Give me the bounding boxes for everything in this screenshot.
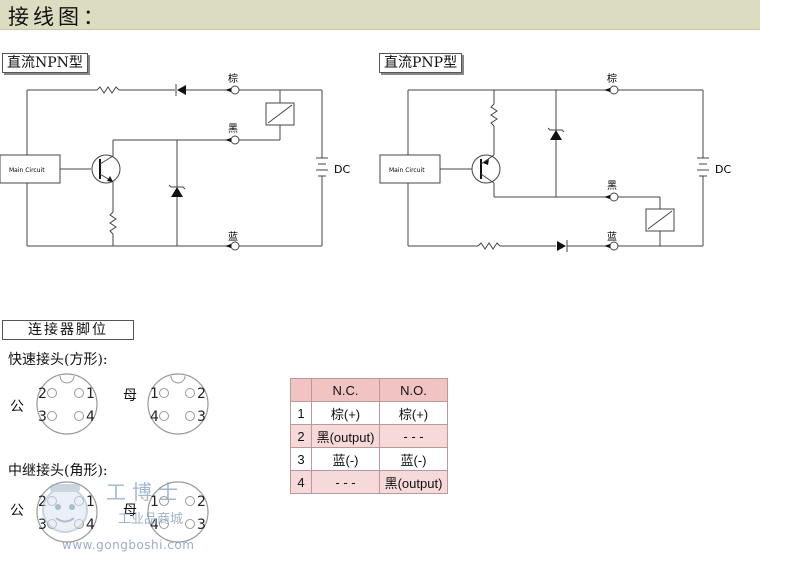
relay-female-pin: 2 (197, 494, 206, 510)
pnp-transistor (471, 154, 501, 184)
pnp-terminal-brown (609, 85, 619, 95)
watermark-subtitle: 工业品商城 (118, 512, 184, 527)
relay-male-label: 公 (10, 503, 24, 519)
row-index: 4 (290, 470, 312, 494)
npn-circuit: 棕 黑 DC Main Circuit (0, 72, 350, 251)
npn-terminal-black (230, 135, 240, 145)
nc-cell: 蓝(-) (311, 447, 380, 471)
svg-text:棕: 棕 (228, 72, 238, 85)
npn-terminal-blue (230, 241, 240, 251)
npn-diode-top (177, 85, 186, 95)
svg-text:棕: 棕 (607, 72, 617, 85)
no-cell: 棕(+) (379, 401, 448, 425)
npn-dc-label: DC (334, 163, 350, 176)
relay-connector-title: 中继接头(角形): (8, 463, 108, 479)
table-row: 4 - - - 黑(output) (290, 470, 448, 494)
relay-male-pin: 4 (86, 517, 95, 533)
relay-female-pin: 3 (197, 517, 206, 533)
svg-text:蓝: 蓝 (607, 231, 617, 243)
no-cell: 黑(output) (379, 470, 448, 494)
quick-male-pin: 2 (38, 386, 47, 402)
pnp-terminal-black (609, 192, 619, 202)
row-index: 2 (290, 424, 312, 448)
relay-male-pin: 1 (86, 494, 95, 510)
watermark-brand: 工博士 (106, 480, 184, 504)
quick-male-label: 公 (10, 399, 24, 415)
npn-zener (171, 187, 183, 197)
relay-female-label: 母 (123, 503, 137, 519)
quick-female-pin: 3 (197, 409, 206, 425)
pnp-diode-bottom (557, 241, 566, 251)
no-cell: - - - (379, 424, 448, 448)
npn-label: 直流NPN型 (2, 53, 88, 73)
connector-section-label: 连接器脚位 (2, 320, 134, 340)
nc-cell: 黑(output) (311, 424, 380, 448)
header-bar: 接线图： (0, 0, 760, 30)
quick-female-pin: 2 (197, 386, 206, 402)
row-index: 3 (290, 447, 312, 471)
pin-assignment-table: N.C. N.O. 1 棕(+) 棕(+) 2 黑(output) - - - … (290, 378, 448, 494)
pnp-label: 直流PNP型 (379, 53, 463, 73)
table-corner-cell (290, 378, 312, 402)
column-header-nc: N.C. (311, 378, 380, 402)
relay-male-pin: 2 (38, 494, 47, 510)
pnp-zener (550, 130, 562, 140)
svg-text:Main Circuit: Main Circuit (9, 167, 45, 174)
quick-male-pin: 1 (86, 386, 95, 402)
quick-female-label: 母 (123, 388, 137, 404)
column-header-no: N.O. (379, 378, 448, 402)
relay-female-pin: 1 (150, 494, 159, 510)
watermark-url: www.gongboshi.com (62, 538, 195, 552)
pnp-dc-label: DC (715, 163, 731, 176)
pnp-circuit: 棕 Main Circuit 黑 (379, 72, 731, 252)
table-row: 3 蓝(-) 蓝(-) (290, 447, 448, 471)
svg-text:蓝: 蓝 (228, 231, 238, 243)
svg-text:黑: 黑 (607, 180, 617, 192)
relay-male-pin: 3 (38, 517, 47, 533)
nc-cell: - - - (311, 470, 380, 494)
quick-male-pin: 4 (86, 409, 95, 425)
table-header-row: N.C. N.O. (290, 378, 448, 402)
table-row: 1 棕(+) 棕(+) (290, 401, 448, 425)
quick-connector-title: 快速接头(方形): (8, 352, 108, 368)
nc-cell: 棕(+) (311, 401, 380, 425)
row-index: 1 (290, 401, 312, 425)
relay-female-pin: 4 (150, 517, 159, 533)
npn-terminal-brown (230, 85, 240, 95)
svg-text:Main Circuit: Main Circuit (389, 167, 425, 174)
quick-female-pin: 1 (150, 386, 159, 402)
page-title: 接线图： (8, 5, 108, 29)
watermark-logo-icon (42, 484, 88, 533)
table-row: 2 黑(output) - - - (290, 424, 448, 448)
quick-male-pin: 3 (38, 409, 47, 425)
npn-transistor (91, 154, 121, 184)
svg-text:黑: 黑 (228, 123, 238, 135)
quick-female-pin: 4 (150, 409, 159, 425)
pnp-terminal-blue (609, 241, 619, 251)
pin-numbers: 2 1 3 4 1 2 4 3 2 1 3 4 1 2 4 3 (38, 386, 206, 533)
no-cell: 蓝(-) (379, 447, 448, 471)
